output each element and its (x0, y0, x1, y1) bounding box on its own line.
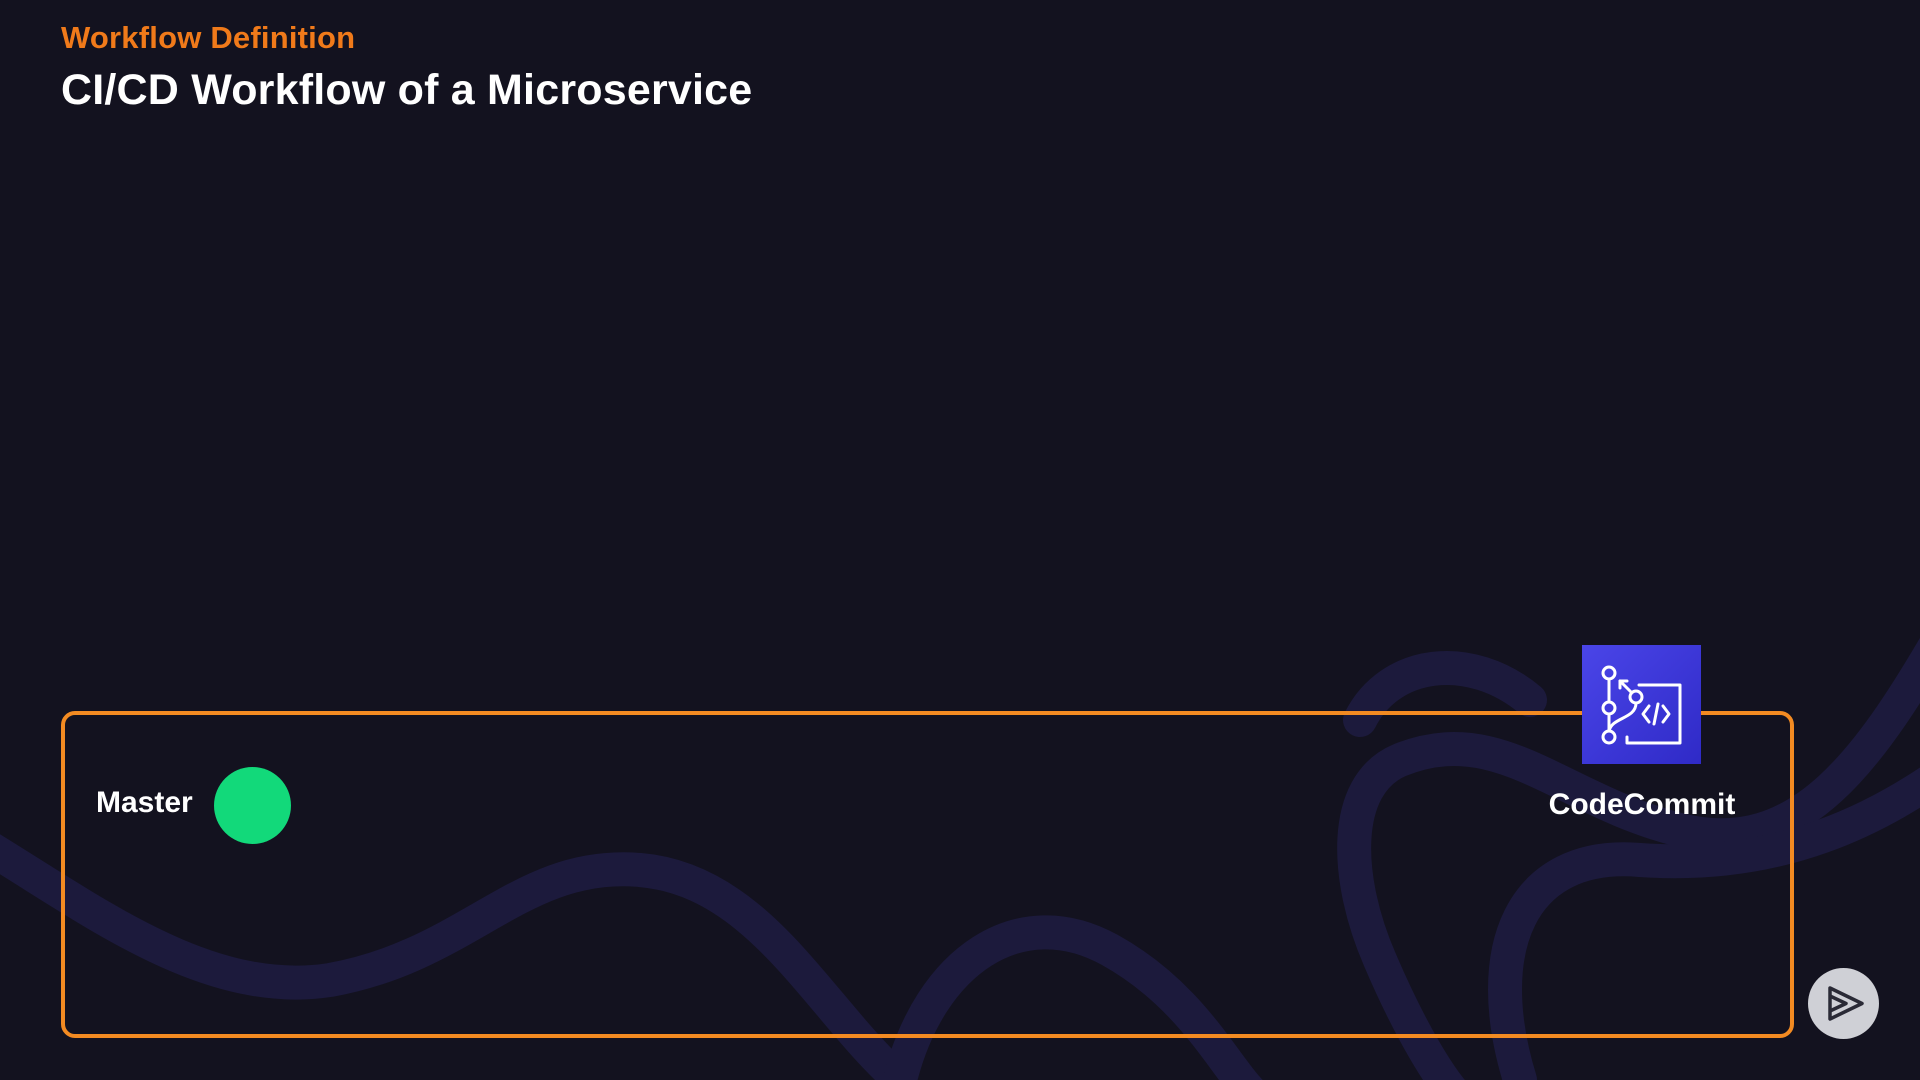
page-title: CI/CD Workflow of a Microservice (61, 66, 753, 114)
section-eyebrow: Workflow Definition (61, 20, 356, 55)
commit-dot (214, 767, 291, 844)
repository-frame (61, 711, 1794, 1038)
branch-label: Master (96, 786, 193, 819)
play-icon (1828, 986, 1864, 1021)
codecommit-label: CodeCommit (1548, 788, 1736, 821)
codecommit-icon (1582, 645, 1701, 764)
play-button[interactable] (1808, 968, 1879, 1039)
